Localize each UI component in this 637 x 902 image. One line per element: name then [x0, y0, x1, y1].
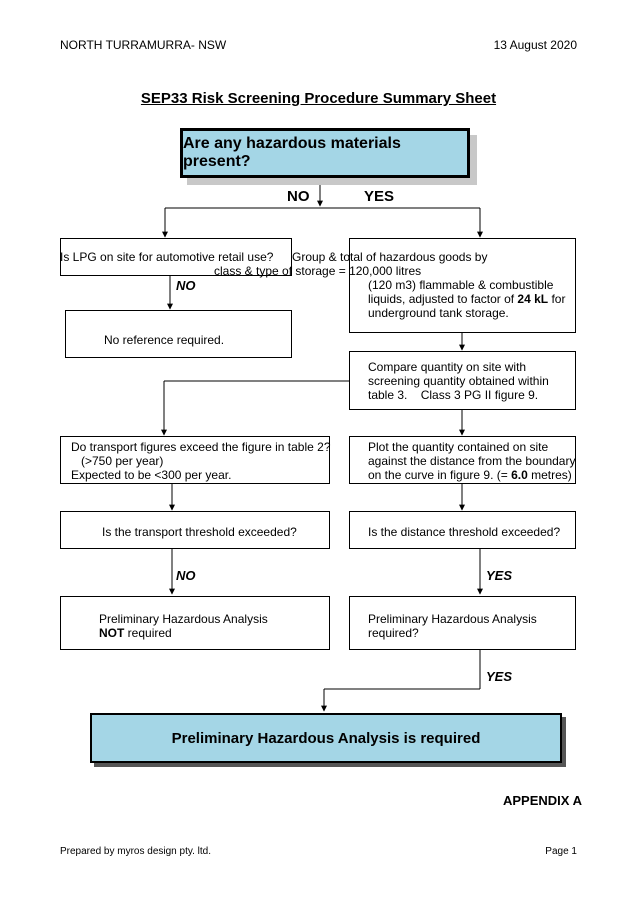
pha-not-required-box [60, 596, 330, 650]
no-reference-text: No reference required. [104, 333, 225, 347]
plot-line-3: on the curve in figure 9. (= 6.0 metres) [368, 468, 572, 483]
group-line-3: (120 m3) flammable & combustible [368, 278, 554, 292]
distance-threshold-text: Is the distance threshold exceeded? [368, 525, 561, 539]
plot-line-1: Plot the quantity contained on site [368, 440, 549, 454]
plot-line-3c: metres) [527, 468, 572, 482]
pha-required-text: Preliminary Hazardous Analysis is requir… [171, 729, 481, 747]
footer-page-number: Page 1 [545, 846, 577, 857]
pha-right-line-2: required? [368, 626, 419, 640]
group-line-4c: for [548, 292, 566, 306]
group-line-2: class & type of storage = 120,000 litres [214, 264, 422, 278]
pha-left-line-2: NOT required [99, 626, 172, 641]
transport-threshold-box [60, 511, 330, 549]
pha-right-line-1: Preliminary Hazardous Analysis [368, 612, 537, 626]
compare-line-1: Compare quantity on site with [368, 360, 527, 374]
transport-no-label: NO [176, 568, 196, 583]
lpg-no-label: NO [176, 278, 196, 293]
group-line-1: Group & total of hazardous goods by [292, 250, 488, 264]
group-line-4a: liquids, adjusted to factor of [368, 292, 518, 306]
hazardous-materials-question: Are any hazardous materials present? [180, 128, 470, 178]
transport-line-3: Expected to be <300 per year. [71, 468, 232, 482]
pha-required-box: Preliminary Hazardous Analysis is requir… [90, 713, 562, 763]
lpg-question-box [60, 238, 292, 276]
footer-prepared-by: Prepared by myros design pty. ltd. [60, 846, 211, 857]
hazardous-goods-box [349, 238, 576, 333]
compare-box [349, 351, 576, 410]
pha-left-line-1: Preliminary Hazardous Analysis [99, 612, 268, 626]
pha-left-not: NOT [99, 626, 125, 640]
group-line-4: liquids, adjusted to factor of 24 kL for [368, 292, 565, 307]
label-yes: YES [364, 188, 395, 205]
plot-line-3a: on the curve in figure 9. (= [368, 468, 512, 482]
plot-line-2: against the distance from the boundary [368, 454, 576, 468]
pha-left-required: required [124, 626, 172, 640]
no-reference-box [65, 310, 292, 358]
plot-distance-value: 6.0 [511, 468, 528, 482]
label-no: NO [287, 188, 310, 205]
appendix-label: APPENDIX A [503, 793, 582, 808]
transport-threshold-text: Is the transport threshold exceeded? [102, 525, 297, 539]
hazardous-materials-question-text: Are any hazardous materials present? [183, 135, 401, 170]
compare-line-3: table 3. Class 3 PG II figure 9. [368, 388, 539, 402]
compare-line-2: screening quantity obtained within [368, 374, 549, 388]
header-date: 13 August 2020 [493, 38, 577, 52]
final-yes-label: YES [486, 669, 513, 684]
distance-threshold-box [349, 511, 576, 549]
lpg-question-text: Is LPG on site for automotive retail use… [60, 250, 274, 264]
plot-quantity-box [349, 436, 576, 484]
distance-yes-label: YES [486, 568, 513, 583]
pha-required-question-box [349, 596, 576, 650]
transport-line-1: Do transport figures exceed the figure i… [71, 440, 331, 454]
group-factor: 24 kL [517, 292, 549, 306]
transport-line-2: (>750 per year) [81, 454, 164, 468]
group-line-5: underground tank storage. [368, 306, 509, 320]
header-location: NORTH TURRAMURRA- NSW [60, 38, 227, 52]
page-title: SEP33 Risk Screening Procedure Summary S… [140, 90, 497, 107]
transport-figures-box [60, 436, 330, 484]
